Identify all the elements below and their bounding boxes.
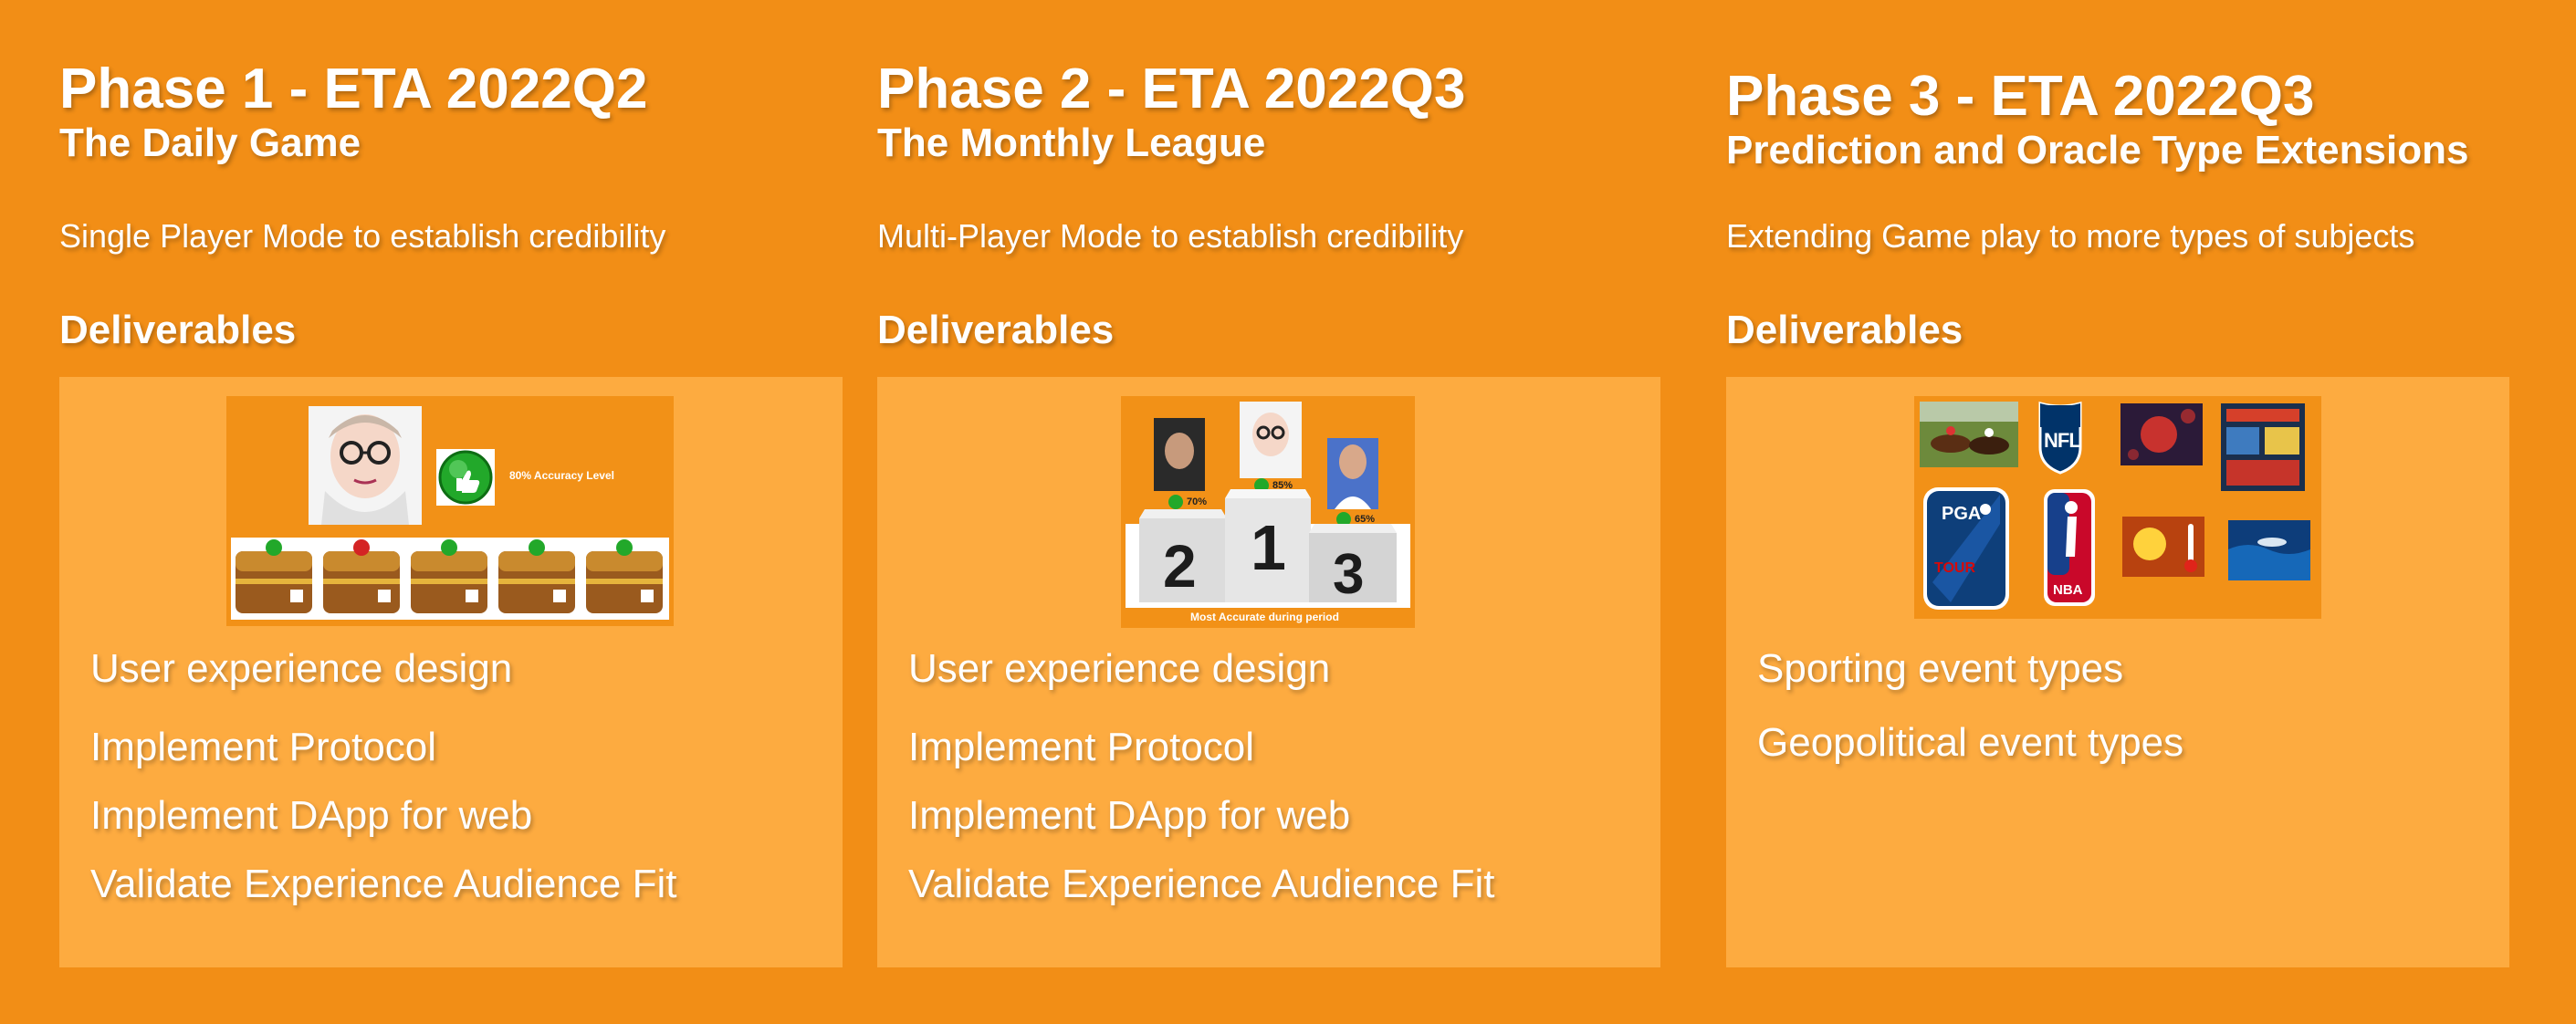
podium-first-number: 1 <box>1251 512 1286 583</box>
news-collage-icon <box>2221 403 2305 491</box>
nfl-logo-icon <box>2038 402 2082 475</box>
phase-2-column: Phase 2 - ETA 2022Q3 The Monthly League … <box>877 0 1660 1024</box>
podium-third-number: 3 <box>1333 543 1365 606</box>
podium-third-percentage: 65% <box>1355 514 1376 525</box>
phase-3-column: Phase 3 - ETA 2022Q3 Prediction and Orac… <box>1726 0 2509 1024</box>
phase-1-illustration: 80% Accuracy Level <box>226 396 674 626</box>
podium-caption: Most Accurate during period <box>1190 611 1339 623</box>
deliverable-item: Validate Experience Audience Fit <box>90 862 677 906</box>
nfl-logo-text: NFL <box>2044 429 2081 452</box>
nba-logo-icon <box>2044 489 2095 606</box>
phase-3-tagline: Extending Game play to more types of sub… <box>1726 217 2415 255</box>
phase-3-deliverables-box: NFL PGA TOUR NBA Sporting event types Ge… <box>1726 377 2509 967</box>
deliverable-item: Implement Protocol <box>908 725 1255 769</box>
phase-2-deliverables-box: 70% 85% 65% 2 1 3 Most Accurate during p… <box>877 377 1660 967</box>
phase-3-illustration: NFL PGA TOUR NBA <box>1914 396 2321 619</box>
accuracy-level-label: 80% Accuracy Level <box>509 469 614 482</box>
heatwave-icon <box>2122 517 2204 577</box>
tour-logo-text: TOUR <box>1934 560 1976 576</box>
podium-first-percentage: 85% <box>1272 480 1293 491</box>
pga-tour-logo-icon <box>1923 487 2009 610</box>
podium-block-first <box>1225 489 1311 602</box>
accuracy-dot-icon <box>1168 495 1183 509</box>
deliverable-item: Implement DApp for web <box>908 793 1351 838</box>
phase-1-deliverables-label: Deliverables <box>59 308 297 352</box>
treasure-chest-icon <box>411 539 487 613</box>
podium-second-number: 2 <box>1163 532 1197 600</box>
podium-block-second <box>1139 509 1227 602</box>
phase-2-deliverables-label: Deliverables <box>877 308 1115 352</box>
phase-3-deliverables-label: Deliverables <box>1726 308 1963 352</box>
treasure-chest-icon <box>323 539 400 613</box>
phase-1-tagline: Single Player Mode to establish credibil… <box>59 217 666 255</box>
deliverable-item: Implement Protocol <box>90 725 437 769</box>
treasure-chest-icon <box>586 539 663 613</box>
phase-2-subtitle: The Monthly League <box>877 120 1266 165</box>
ocean-icon <box>2228 520 2310 580</box>
deliverable-item: Geopolitical event types <box>1757 720 2184 765</box>
podium-image <box>1126 402 1410 626</box>
podium-second-percentage: 70% <box>1187 496 1208 507</box>
treasure-chest-icon <box>498 539 575 613</box>
phase-1-deliverables-box: 80% Accuracy Level User experience desig… <box>59 377 843 967</box>
phase-2-title: Phase 2 - ETA 2022Q3 <box>877 57 1466 120</box>
accuracy-dot-icon <box>1336 512 1351 527</box>
pga-logo-text: PGA <box>1942 504 1982 524</box>
deliverable-item: User experience design <box>908 646 1331 691</box>
phase-2-tagline: Multi-Player Mode to establish credibili… <box>877 217 1464 255</box>
phase-3-title: Phase 3 - ETA 2022Q3 <box>1726 65 2315 128</box>
phase-1-column: Phase 1 - ETA 2022Q2 The Daily Game Sing… <box>59 0 843 1024</box>
phase-1-subtitle: The Daily Game <box>59 120 361 165</box>
daily-game-image <box>231 406 669 620</box>
horse-racing-icon <box>1920 402 2018 467</box>
deliverable-item: Sporting event types <box>1757 646 2124 691</box>
phase-3-subtitle: Prediction and Oracle Type Extensions <box>1726 128 2469 172</box>
deliverable-item: Implement DApp for web <box>90 793 533 838</box>
player-face <box>330 414 400 498</box>
deliverable-item: User experience design <box>90 646 513 691</box>
virus-icon <box>2120 403 2203 465</box>
event-types-image <box>1920 402 2310 610</box>
phase-1-title: Phase 1 - ETA 2022Q2 <box>59 57 648 120</box>
podium-block-third <box>1309 524 1397 602</box>
deliverable-item: Validate Experience Audience Fit <box>908 862 1495 906</box>
treasure-chest-icon <box>236 539 312 613</box>
nba-logo-text: NBA <box>2053 582 2083 598</box>
phase-2-illustration: 70% 85% 65% 2 1 3 Most Accurate during p… <box>1121 396 1415 628</box>
